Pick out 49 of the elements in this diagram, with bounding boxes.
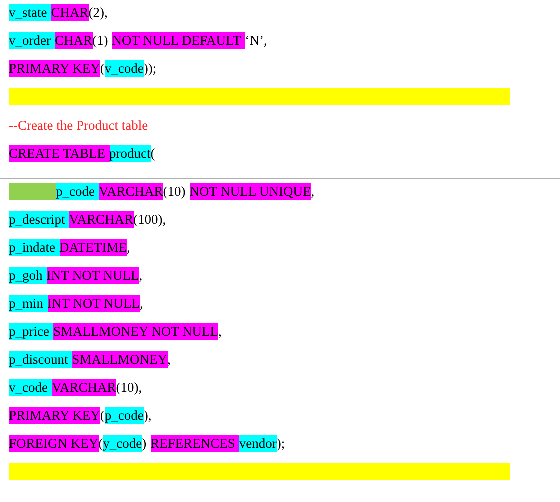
highlighted-keyword: REFERENCES (150, 435, 240, 452)
code-text: ( (100, 407, 105, 424)
highlighted-identifier: v_code (9, 379, 52, 396)
highlighted-identifier: v_code (104, 60, 144, 77)
highlighted-keyword: FOREIGN KEY (9, 435, 99, 452)
code-text: ), (144, 407, 152, 424)
highlighted-identifier: v_state (9, 4, 52, 21)
highlighted-keyword: CHAR (54, 32, 92, 49)
highlighted-keyword: VARCHAR (69, 211, 134, 228)
code-text: (1) (92, 32, 110, 49)
code-text: ) (142, 435, 148, 452)
highlighted-keyword: INT NOT NULL (46, 267, 140, 284)
highlighted-identifier: p_code (104, 407, 144, 424)
code-text: ( (100, 60, 105, 77)
highlighted-identifier: p_descript (9, 211, 70, 228)
comment-text: --Create the Product table (9, 117, 148, 134)
highlighted-identifier: p_code (56, 183, 99, 200)
highlighted-identifier: v_order (9, 32, 55, 49)
highlighted-keyword: CREATE TABLE (9, 145, 110, 162)
code-text: ‘N’, (245, 32, 268, 49)
highlighted-identifier: p_price (9, 323, 54, 340)
highlighted-keyword: SMALLMONEY NOT NULL (53, 323, 218, 340)
highlighted-keyword: NOT NULL DEFAULT (112, 32, 246, 49)
highlighted-keyword: PRIMARY KEY (9, 60, 100, 77)
highlighted-keyword: SMALLMONEY (72, 351, 168, 368)
code-text: )); (144, 60, 157, 77)
code-text: , (218, 323, 222, 340)
highlighted-keyword: PRIMARY KEY (9, 407, 100, 424)
code-text: , (127, 239, 130, 256)
highlighted-identifier: vendor (239, 435, 277, 452)
highlighted-keyword: NOT NULL UNIQUE (190, 183, 312, 200)
code-text: , (168, 351, 171, 368)
code-text: (10), (116, 379, 142, 396)
highlighted-identifier: p_min (9, 295, 48, 312)
highlighted-identifier: y_code (103, 435, 142, 452)
code-text: , (311, 183, 315, 200)
code-text: ( (150, 145, 156, 162)
highlighted-identifier: p_discount (9, 351, 72, 368)
highlighted-keyword: INT NOT NULL (48, 295, 140, 312)
highlighted-keyword: CHAR (51, 4, 89, 21)
code-text: (2), (88, 4, 108, 21)
code-text: ); (276, 435, 286, 452)
code-text: , (139, 267, 143, 284)
code-text: (10) (163, 183, 187, 200)
highlighted-identifier: p_goh (9, 267, 47, 284)
code-text: (100), (134, 211, 166, 228)
highlighted-identifier: p_indate (9, 239, 60, 256)
code-text: ( (98, 435, 104, 452)
code-text: , (140, 295, 144, 312)
